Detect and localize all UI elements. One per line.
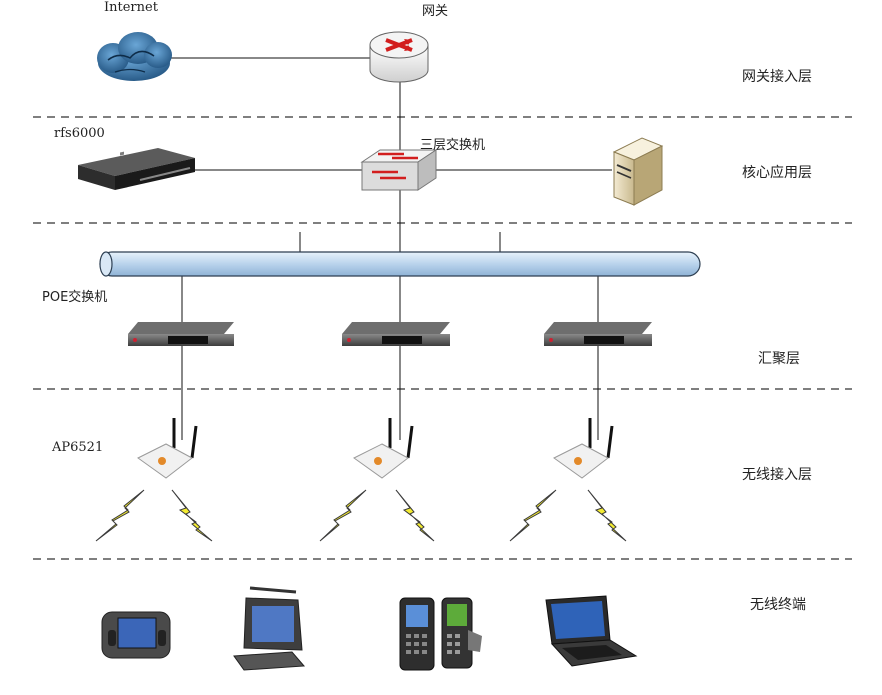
rfs6000-label: rfs6000 (54, 126, 105, 141)
l3-switch-icon (360, 149, 438, 191)
vehicle-terminal-icon (233, 586, 306, 671)
ap-label: AP6521 (52, 440, 104, 455)
poe-switch-1 (128, 322, 234, 346)
wireless-signal-icons (95, 489, 627, 542)
rfs6000-controller-icon (78, 148, 195, 190)
layer-wireless-access: 无线接入层 (742, 467, 812, 483)
handheld-terminal-1-icon (399, 597, 435, 671)
layer-divider-lines (33, 116, 852, 560)
poe-switch-label: POE交换机 (42, 290, 108, 305)
layer-gateway-access: 网关接入层 (742, 69, 812, 85)
backbone-bus (99, 251, 701, 277)
poe-switch-3 (544, 322, 652, 346)
l3-switch-label: 三层交换机 (420, 138, 486, 153)
poe-switch-2 (342, 322, 450, 346)
wearable-terminal-icon (101, 611, 171, 659)
layer-wireless-terminal: 无线终端 (750, 597, 806, 613)
access-point-2 (353, 418, 414, 479)
cloud-icon (97, 32, 172, 81)
handheld-terminal-2-icon (441, 597, 482, 669)
connection-lines (165, 57, 612, 440)
access-point-3 (553, 418, 614, 479)
server-icon (612, 137, 664, 206)
access-point-1 (137, 418, 198, 479)
layer-aggregation: 汇聚层 (758, 351, 800, 367)
layer-core-application: 核心应用层 (742, 165, 812, 181)
router-icon (369, 31, 429, 83)
internet-label: Internet (104, 0, 158, 15)
laptop-icon (545, 595, 638, 667)
gateway-label: 网关 (422, 4, 449, 19)
